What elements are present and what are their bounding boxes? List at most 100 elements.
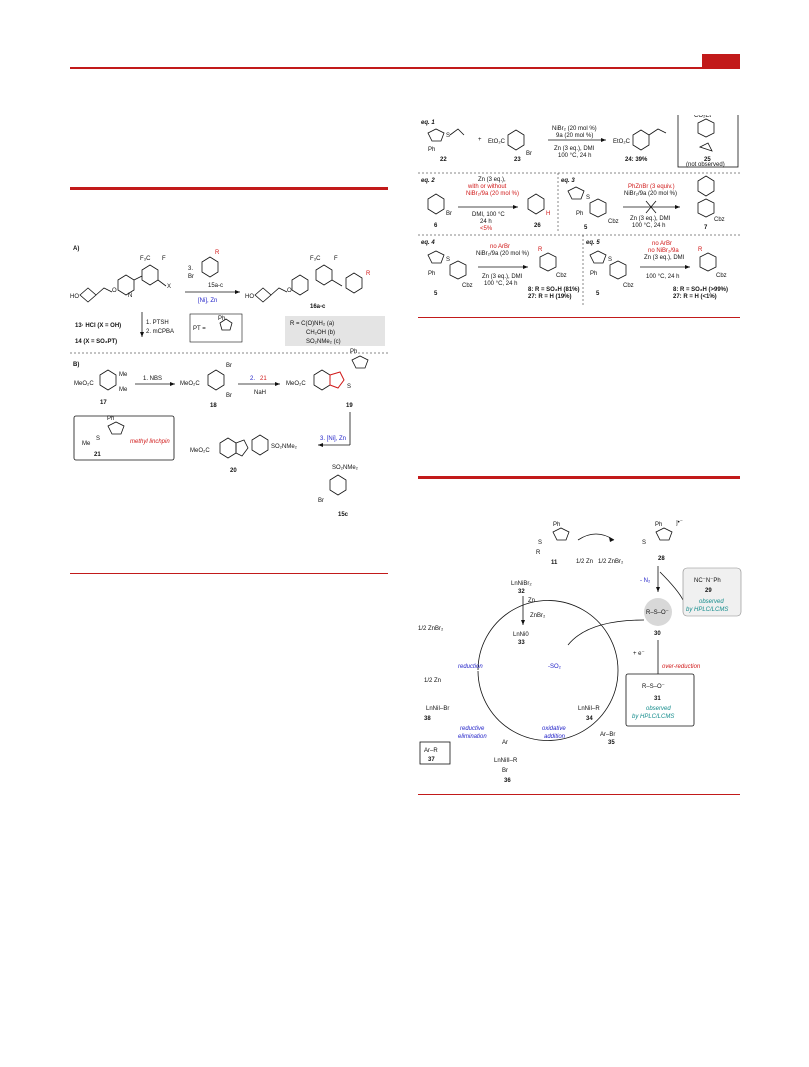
svg-text:24 h: 24 h bbox=[480, 219, 492, 225]
svg-text:Ar: Ar bbox=[502, 740, 508, 746]
svg-text:Ph: Ph bbox=[553, 522, 560, 528]
header-tab bbox=[702, 54, 740, 67]
svg-text:H: H bbox=[546, 211, 550, 217]
cmpd-19: 19 bbox=[346, 403, 353, 409]
svg-text:Ph: Ph bbox=[350, 349, 357, 355]
svg-text:21: 21 bbox=[260, 376, 267, 382]
svg-text:33: 33 bbox=[518, 640, 525, 646]
molecule-13: HO O N F₃C F X bbox=[70, 256, 171, 303]
svg-text:S: S bbox=[446, 133, 450, 139]
product-16-label: 16a-c bbox=[310, 304, 326, 310]
cmpd-20: 20 bbox=[230, 468, 237, 474]
molecule-19: MeO₂C S Ph bbox=[286, 349, 369, 391]
svg-text:Ph: Ph bbox=[218, 316, 225, 322]
svg-text:no ArBr: no ArBr bbox=[490, 244, 510, 250]
svg-text:35: 35 bbox=[608, 740, 615, 746]
svg-text:R: R bbox=[536, 550, 541, 556]
eq1-label: eq. 1 bbox=[421, 120, 435, 126]
right-scheme-end-rule bbox=[418, 317, 740, 318]
svg-text:S: S bbox=[96, 436, 100, 442]
svg-text:25: 25 bbox=[704, 157, 711, 163]
svg-text:R: R bbox=[215, 250, 220, 256]
molecule-15c: SO₂NMe₂ Br bbox=[318, 465, 359, 504]
svg-text:Ph: Ph bbox=[576, 211, 583, 217]
svg-text:reductive: reductive bbox=[460, 726, 485, 732]
svg-text:elimination: elimination bbox=[458, 734, 487, 740]
svg-text:MeO₂C: MeO₂C bbox=[180, 381, 200, 387]
box-37 bbox=[419, 741, 451, 765]
figure-mechanism: Ph S R 11 1/2 Zn 1/2 ZnBr₂ Ph S ]•⁻ 28 -… bbox=[418, 520, 742, 784]
figure-scheme-ab: A) HO O N F₃C F X 3. R Br 15a-c [Ni], Zn… bbox=[70, 246, 388, 518]
svg-text:O: O bbox=[112, 288, 117, 294]
svg-text:SO₂NMe₂: SO₂NMe₂ bbox=[332, 465, 359, 471]
svg-text:- N₂: - N₂ bbox=[640, 578, 651, 584]
svg-text:N: N bbox=[128, 293, 132, 299]
svg-text:by HPLC/LCMS: by HPLC/LCMS bbox=[632, 714, 674, 720]
svg-text:Br: Br bbox=[502, 768, 508, 774]
svg-text:36: 36 bbox=[504, 778, 511, 784]
svg-text:S: S bbox=[608, 257, 612, 263]
svg-text:reduction: reduction bbox=[458, 664, 483, 670]
svg-text:(not observed): (not observed) bbox=[686, 162, 725, 168]
svg-text:CH₂OH (b): CH₂OH (b) bbox=[306, 330, 335, 336]
molecule-20: MeO₂C SO₂NMe₂ bbox=[190, 434, 298, 459]
r-groups-box bbox=[285, 316, 385, 346]
right-figure-end-rule bbox=[418, 794, 740, 795]
svg-text:-SO₂: -SO₂ bbox=[548, 664, 562, 670]
svg-text:S: S bbox=[538, 540, 542, 546]
svg-text:eq. 2: eq. 2 bbox=[421, 178, 435, 184]
svg-text:Zn (3 eq.), DMI: Zn (3 eq.), DMI bbox=[644, 255, 685, 261]
svg-text:8: R = SO₂H (81%): 8: R = SO₂H (81%) bbox=[528, 287, 580, 293]
svg-text:1. NBS: 1. NBS bbox=[143, 376, 162, 382]
svg-text:+ e⁻: + e⁻ bbox=[633, 651, 645, 657]
svg-text:S: S bbox=[347, 384, 351, 390]
pt-definition-box bbox=[189, 313, 243, 343]
svg-text:Cbz: Cbz bbox=[714, 217, 725, 223]
svg-text:LnNiBr₂: LnNiBr₂ bbox=[511, 581, 532, 587]
svg-text:5: 5 bbox=[596, 291, 600, 297]
svg-text:1/2 Zn: 1/2 Zn bbox=[576, 559, 593, 565]
cmpd-17: 17 bbox=[100, 400, 107, 406]
svg-text:Br: Br bbox=[188, 274, 194, 280]
svg-text:EtO₂C: EtO₂C bbox=[613, 139, 631, 145]
svg-text:LnNiI–R: LnNiI–R bbox=[578, 706, 600, 712]
svg-text:11: 11 bbox=[551, 560, 558, 566]
svg-text:Zn (3 eq.), DMI: Zn (3 eq.), DMI bbox=[554, 146, 595, 152]
svg-text:24: 39%: 24: 39% bbox=[625, 157, 648, 163]
svg-text:Zn (3 eq.), DMI: Zn (3 eq.), DMI bbox=[630, 216, 671, 222]
catalyst-label: [Ni], Zn bbox=[198, 298, 217, 304]
svg-text:HO: HO bbox=[70, 294, 79, 300]
svg-text:27: R = H (<1%): 27: R = H (<1%) bbox=[673, 294, 717, 300]
box-31 bbox=[625, 673, 695, 727]
svg-text:no ArBr: no ArBr bbox=[652, 241, 672, 247]
svg-text:EtO₂C: EtO₂C bbox=[488, 139, 506, 145]
svg-text:Me: Me bbox=[82, 441, 91, 447]
svg-text:29: 29 bbox=[705, 588, 712, 594]
svg-text:22: 22 bbox=[440, 157, 447, 163]
catalytic-cycle bbox=[477, 600, 619, 741]
svg-text:100 °C, 24 h: 100 °C, 24 h bbox=[558, 153, 591, 159]
svg-text:3.: 3. bbox=[188, 266, 193, 272]
svg-text:37: 37 bbox=[428, 757, 435, 763]
svg-text:LnNi0: LnNi0 bbox=[513, 632, 529, 638]
svg-text:<5%: <5% bbox=[480, 226, 493, 232]
svg-text:Ph: Ph bbox=[428, 271, 435, 277]
left-section-rule bbox=[70, 187, 388, 190]
svg-text:F: F bbox=[334, 256, 338, 262]
svg-text:Ph: Ph bbox=[655, 522, 662, 528]
svg-text:NC⁻N⁻Ph: NC⁻N⁻Ph bbox=[694, 578, 721, 584]
svg-text:observed: observed bbox=[646, 706, 671, 712]
svg-text:PhZnBr (3 equiv.): PhZnBr (3 equiv.) bbox=[628, 184, 675, 190]
svg-text:100 °C, 24 h: 100 °C, 24 h bbox=[646, 274, 679, 280]
svg-text:]•⁻: ]•⁻ bbox=[676, 520, 683, 526]
cmpd-21: 21 bbox=[94, 452, 101, 458]
molecule-18: MeO₂C Br Br bbox=[180, 363, 232, 399]
svg-text:eq. 4: eq. 4 bbox=[421, 240, 435, 246]
linchpin-box bbox=[73, 415, 175, 461]
cmpd-18: 18 bbox=[210, 403, 217, 409]
sulfinate-30 bbox=[644, 598, 672, 626]
start-14-label: 14 (X = SO₂PT) bbox=[75, 339, 117, 345]
svg-text:Br: Br bbox=[526, 151, 532, 157]
svg-text:observed: observed bbox=[699, 599, 724, 605]
panel-b-label: B) bbox=[73, 362, 79, 368]
